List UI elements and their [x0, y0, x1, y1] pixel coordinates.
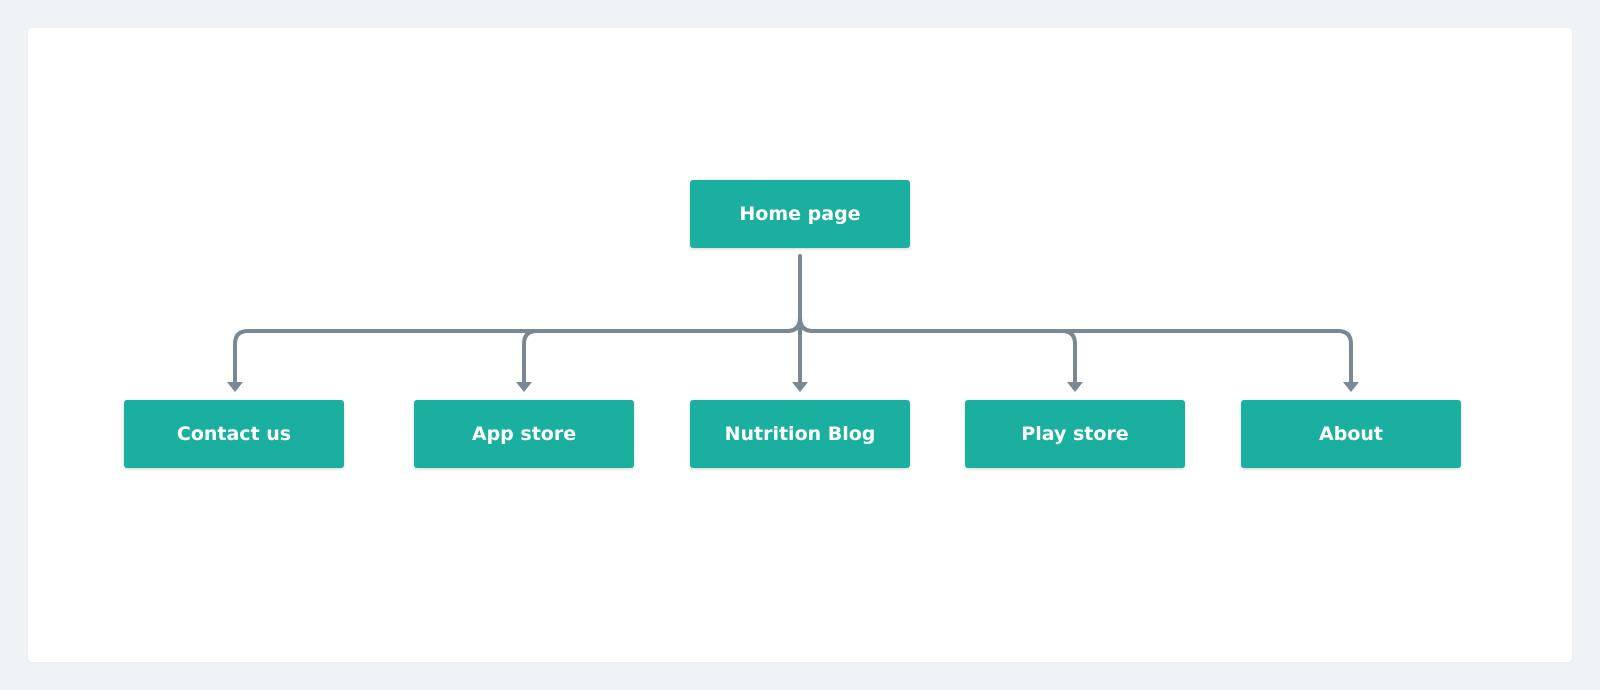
node-play-store-label: Play store	[1021, 423, 1129, 445]
node-play-store[interactable]: Play store	[965, 400, 1185, 468]
node-app-store[interactable]: App store	[414, 400, 634, 468]
node-home-page-label: Home page	[739, 203, 861, 225]
node-home-page[interactable]: Home page	[690, 180, 910, 248]
node-app-store-label: App store	[471, 423, 577, 445]
node-about-label: About	[1319, 423, 1383, 445]
node-contact-us-label: Contact us	[176, 423, 292, 445]
node-nutrition-blog-label: Nutrition Blog	[724, 423, 876, 445]
node-contact-us[interactable]: Contact us	[124, 400, 344, 468]
node-about[interactable]: About	[1241, 400, 1461, 468]
diagram-canvas	[28, 28, 1572, 662]
node-nutrition-blog[interactable]: Nutrition Blog	[690, 400, 910, 468]
